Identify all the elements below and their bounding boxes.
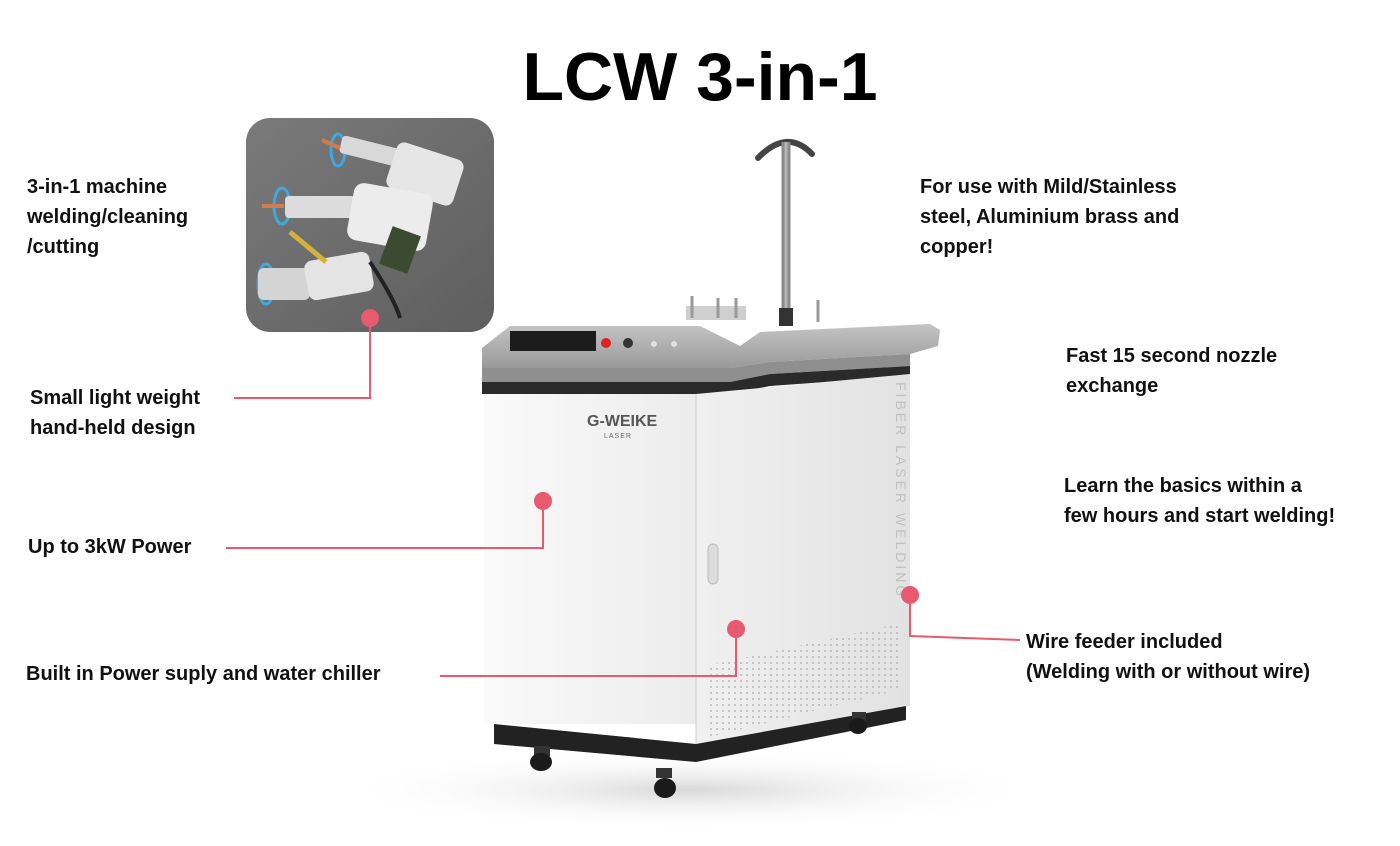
control-panel-top xyxy=(482,324,940,394)
callout-connectors xyxy=(226,318,1021,677)
callout-basics: Learn the basics within a few hours and … xyxy=(1064,471,1335,531)
callout-line: Small light weight xyxy=(30,387,201,409)
floor-shadow xyxy=(330,750,1050,830)
callout-line: Learn the basics within a xyxy=(1064,475,1302,497)
display-screen xyxy=(510,331,596,351)
callout-power: Up to 3kW Power xyxy=(28,532,191,562)
brand-logo: G-WEIKE xyxy=(587,413,658,430)
callout-lightweight: Small light weight hand-held design xyxy=(30,383,200,443)
callout-dot xyxy=(361,309,379,327)
callout-line: hand-held design xyxy=(30,417,196,439)
callout-line: few hours and start welding! xyxy=(1064,505,1336,527)
callout-dot xyxy=(901,586,919,604)
caster-wheel xyxy=(654,768,676,798)
callout-materials: For use with Mild/Stainless steel, Alumi… xyxy=(920,172,1179,262)
callout-line: exchange xyxy=(1066,375,1159,397)
callout-line: Wire feeder included xyxy=(1026,631,1223,653)
button-icon xyxy=(671,341,677,347)
welding-heads-inset xyxy=(246,118,494,332)
callout-dot xyxy=(534,492,552,510)
side-label: FIBER LASER WELDING xyxy=(893,382,909,599)
vent-grille xyxy=(706,624,898,738)
emergency-stop-icon xyxy=(601,338,611,348)
callout-three-in-one: 3-in-1 machine welding/cleaning /cutting xyxy=(27,172,188,262)
callout-line: Up to 3kW Power xyxy=(28,536,192,558)
brand-logo-sub: LASER xyxy=(604,433,632,440)
caster-wheel xyxy=(849,712,867,734)
button-icon xyxy=(651,341,657,347)
top-connectors xyxy=(686,296,820,322)
callout-line: Fast 15 second nozzle xyxy=(1066,345,1278,367)
callout-line: For use with Mild/Stainless xyxy=(920,176,1177,198)
callout-line: Built in Power suply and water chiller xyxy=(26,663,381,685)
callout-wire-feeder: Wire feeder included (Welding with or wi… xyxy=(1026,627,1310,687)
cutting-head-icon xyxy=(256,226,421,319)
page-title: LCW 3-in-1 xyxy=(522,39,878,115)
machine-cabinet xyxy=(484,374,910,798)
torch-holder-handle xyxy=(755,138,815,326)
callout-nozzle: Fast 15 second nozzle exchange xyxy=(1066,341,1277,401)
callout-line: steel, Aluminium brass and xyxy=(920,206,1180,228)
door-handle xyxy=(707,543,719,585)
callout-chiller: Built in Power suply and water chiller xyxy=(26,659,381,689)
callout-dot xyxy=(727,620,745,638)
callout-line: /cutting xyxy=(27,236,100,258)
key-switch-icon xyxy=(623,338,633,348)
callout-line: welding/cleaning xyxy=(27,206,189,228)
callout-line: 3-in-1 machine xyxy=(27,176,168,198)
welding-head-icon xyxy=(321,132,464,206)
callout-line: (Welding with or without wire) xyxy=(1026,661,1311,683)
caster-wheel xyxy=(530,746,552,771)
callout-line: copper! xyxy=(920,236,994,258)
